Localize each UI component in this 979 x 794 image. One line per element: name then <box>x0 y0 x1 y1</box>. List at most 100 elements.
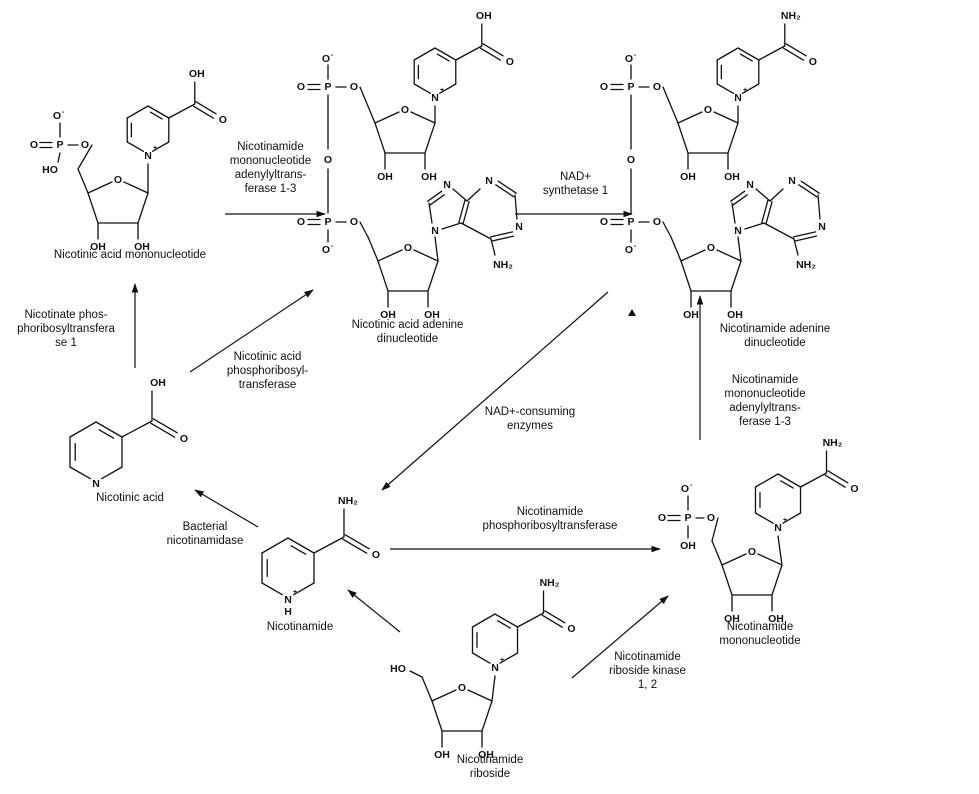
svg-text:O: O <box>748 546 756 558</box>
svg-text:N: N <box>818 221 826 233</box>
svg-text:O: O <box>297 81 305 93</box>
svg-text:O: O <box>704 104 712 116</box>
enzyme-label-nmnat-top: Nicotinamide mononucleotide adenylyltran… <box>229 141 312 195</box>
molecule-nicotinic-acid: N OH O <box>69 377 188 490</box>
svg-text:O: O <box>658 512 666 524</box>
svg-text:N: N <box>734 225 742 237</box>
compound-label-nicotinic-acid: Nicotinic acid <box>96 492 164 504</box>
svg-text:H: H <box>284 606 292 618</box>
svg-text:+: + <box>743 87 747 94</box>
svg-text:OH: OH <box>421 171 437 183</box>
svg-text:P: P <box>627 81 634 93</box>
svg-text:NH₂: NH₂ <box>796 259 816 271</box>
svg-text:O: O <box>401 104 409 116</box>
svg-text:O: O <box>81 139 89 151</box>
svg-text:-: - <box>634 243 637 250</box>
svg-text:NH₂: NH₂ <box>823 437 843 449</box>
svg-text:N: N <box>485 175 493 187</box>
svg-text:N: N <box>734 92 742 104</box>
svg-text:N: N <box>788 175 796 187</box>
svg-text:O: O <box>350 81 358 93</box>
svg-text:OH: OH <box>478 749 494 761</box>
svg-text:P: P <box>684 512 691 524</box>
svg-text:O: O <box>567 623 575 635</box>
svg-text:HO: HO <box>42 164 58 176</box>
svg-text:O: O <box>600 81 608 93</box>
svg-text:OH: OH <box>724 613 740 625</box>
svg-text:P: P <box>56 139 63 151</box>
svg-text:O: O <box>458 682 466 694</box>
svg-text:OH: OH <box>380 309 396 321</box>
compound-label-nicotinamide-mononucleotide: Nicotinamide mononucleotide <box>719 621 801 647</box>
enzyme-label-nicotinic-acid-phosphoribosyltransferase: Nicotinic acid phosphoribosyl- transfera… <box>226 351 309 391</box>
svg-text:OH: OH <box>680 171 696 183</box>
svg-text:+: + <box>440 87 444 94</box>
arrow-na-to-naad <box>189 289 314 373</box>
svg-text:-: - <box>62 109 65 116</box>
arrowhead-mark <box>628 309 636 316</box>
svg-text:O: O <box>653 81 661 93</box>
svg-text:OH: OH <box>680 540 696 552</box>
svg-text:OH: OH <box>434 749 450 761</box>
svg-text:N: N <box>746 179 754 191</box>
svg-text:O: O <box>297 216 305 228</box>
svg-text:-: - <box>690 482 693 489</box>
svg-text:OH: OH <box>134 241 150 253</box>
enzyme-label-bacterial-nicotinamidase: Bacterial nicotinamidase <box>166 521 244 547</box>
svg-text:OH: OH <box>727 309 743 321</box>
svg-text:O: O <box>322 53 330 65</box>
svg-text:O: O <box>681 483 689 495</box>
svg-text:+: + <box>783 517 787 524</box>
svg-text:OH: OH <box>476 10 492 22</box>
enzyme-label-nad-consuming-enzymes: NAD+-consuming enzymes <box>484 406 576 432</box>
svg-text:O: O <box>850 483 858 495</box>
compound-label-nicotinamide: Nicotinamide <box>266 621 334 633</box>
svg-text:P: P <box>324 81 331 93</box>
svg-text:OH: OH <box>150 377 166 389</box>
svg-text:O: O <box>372 549 380 561</box>
svg-text:OH: OH <box>683 309 699 321</box>
svg-text:N: N <box>284 594 292 606</box>
svg-text:+: + <box>293 589 297 596</box>
svg-text:+: + <box>500 657 504 664</box>
svg-text:N: N <box>774 522 782 534</box>
arrow-nr-to-nicotinamide <box>347 589 401 633</box>
svg-text:O: O <box>653 216 661 228</box>
svg-text:O: O <box>404 242 412 254</box>
svg-text:-: - <box>634 52 637 59</box>
svg-text:O: O <box>322 244 330 256</box>
svg-text:O: O <box>625 53 633 65</box>
svg-text:OH: OH <box>768 613 784 625</box>
enzyme-label-nmnat-right: Nicotinamide mononucleotide adenylyltran… <box>724 374 806 428</box>
svg-text:O: O <box>600 216 608 228</box>
svg-text:NH₂: NH₂ <box>781 10 801 22</box>
svg-text:N: N <box>491 662 499 674</box>
svg-text:O: O <box>53 110 61 122</box>
svg-text:+: + <box>153 145 157 152</box>
svg-text:O: O <box>625 244 633 256</box>
svg-text:O: O <box>506 56 514 68</box>
svg-text:O: O <box>219 114 227 126</box>
svg-text:OH: OH <box>424 309 440 321</box>
svg-text:O: O <box>707 242 715 254</box>
svg-text:OH: OH <box>90 241 106 253</box>
svg-text:N: N <box>92 478 100 490</box>
svg-text:O: O <box>180 433 188 445</box>
enzyme-label-nicotinate-phosphoribosyltransferase: Nicotinate phos- phoribosyltransfera se … <box>17 309 115 349</box>
compound-label-nicotinic-acid-adenine-dinucleotide: Nicotinic acid adenine dinucleotide <box>351 319 464 345</box>
svg-text:N: N <box>515 221 523 233</box>
svg-text:OH: OH <box>189 68 205 80</box>
svg-text:O: O <box>324 154 332 166</box>
compound-label-nicotinamide-riboside: Nicotinamide riboside <box>456 754 524 780</box>
enzyme-label-nad-synthetase: NAD+ synthetase 1 <box>542 171 609 197</box>
compound-label-nad: Nicotinamide adenine dinucleotide <box>719 323 831 349</box>
svg-text:O: O <box>30 139 38 151</box>
arrow-nicotinamide-to-nicotinic-acid <box>194 489 259 528</box>
